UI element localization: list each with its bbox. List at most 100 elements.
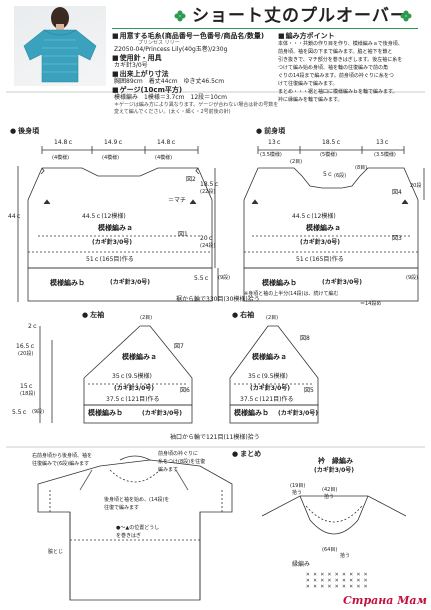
right-sleeve-pattern-a: 模様編みａ [252, 353, 287, 361]
back-fig-label: 図2 [186, 176, 196, 183]
assembly-shape [37, 455, 233, 601]
back-hem-rows: (9段) [218, 275, 231, 281]
front-top-motif: (3.5模様) [374, 152, 396, 158]
points-line: 本体・・・共鎖の作り目を作り、模様編みａで後身頃、 [278, 41, 403, 47]
size-line: 胸囲89cm 着丈44cm ゆき丈46.5cm [114, 78, 225, 85]
left-sleeve-under-rows: (18段) [20, 391, 36, 397]
finishing-note-d: ●〜▲の位置どうし [116, 525, 160, 531]
front-top-motif: (5模様) [320, 152, 338, 158]
left-sleeve-fig6: 図6 [180, 387, 190, 394]
svg-text:× × × × × × × × ×: × × × × × × × × × [306, 571, 368, 578]
front-neck-rows-b: (6段) [334, 173, 347, 179]
title-rule [112, 28, 418, 29]
back-top-width: 14.8ｃ [54, 139, 74, 146]
front-pattern-b: 模様編みｂ [262, 279, 297, 287]
points-line: 引き抜きで、マチ部分を巻きはぎします。後左袖に糸を [278, 57, 403, 63]
points-line: まとめ・・・裾と袖口に模様編みｂを輪で編みます。 [278, 89, 398, 95]
front-neck-stitches: (8目) [355, 165, 368, 171]
back-mid-rows: (24段) [200, 243, 216, 249]
finishing-note-a: 右前身頃から後身頃、袖を [32, 453, 93, 459]
left-sleeve-fig7: 図7 [174, 343, 184, 350]
left-sleeve-pattern-a: 模様編みａ [122, 353, 157, 361]
gauge-note-1: ＊ゲージは編み方により異なります。ゲージが合わない場合は針の号数を [114, 102, 279, 108]
collar-hook: (カギ針3/0号) [314, 467, 355, 474]
back-body-heading: 後身頃 [10, 128, 39, 135]
front-top-width: 13ｃ [376, 139, 390, 146]
left-sleeve-hem-height: 5.5ｃ [12, 409, 28, 416]
gauge-line: 模様編み 1模様＝3.7cm 12段＝10cm [114, 94, 227, 101]
back-chain: 51ｃ(165目)作る [86, 256, 134, 263]
clover-icon [400, 10, 412, 22]
front-fig4-label: 図4 [392, 189, 402, 196]
right-sleeve-width: 35ｃ(9.5模様) [248, 373, 288, 380]
collar-r3-pick: 拾う [340, 553, 351, 559]
site-logo: Страна Мам [343, 594, 427, 607]
left-sleeve-hook-b: (カギ針3/0号) [142, 410, 183, 417]
gauge-note-2: 変えて編んでください。(太く・細く・2号前後の針) [114, 109, 231, 115]
back-pattern-a: 模様編みａ [98, 224, 133, 232]
left-sleeve-hem-rows: (9段) [32, 409, 45, 415]
points-line: けて往復編みで編みます。 [278, 81, 338, 87]
right-sleeve-pattern-b: 模様編みｂ [234, 409, 269, 417]
front-hook-b: (カギ針3/0号) [322, 279, 363, 286]
finishing-heading: まとめ [232, 451, 261, 458]
back-top-width: 14.9ｃ [104, 139, 124, 146]
front-chain: 51ｃ(165目)作る [296, 256, 344, 263]
finishing-note-c: 往復で編みます [104, 505, 140, 511]
front-fig3-label: 図3 [392, 235, 402, 242]
page-title: ショート丈のプルオーバー [192, 6, 408, 26]
points-line: ぐりの14段まで編みます。前身頃の衿ぐりに糸をつ [278, 73, 394, 79]
left-sleeve-width: 35ｃ(9.5模様) [112, 373, 152, 380]
front-mark-legend: ＝14段め [360, 301, 382, 307]
back-hook: (カギ針3/0号) [92, 239, 133, 246]
back-fig1-label: 図1 [178, 231, 188, 238]
front-top-width: 18.5ｃ [322, 139, 342, 146]
finishing-note-b: 編みます [158, 467, 179, 473]
right-sleeve-fig5: 図5 [304, 387, 314, 394]
sweater-illustration [23, 7, 97, 83]
finishing-note-c: 後身頃と袖を始め、(14段)を [104, 497, 170, 503]
collar-r1: (19目) [290, 483, 306, 489]
tools-line: カギ針3/0号 [114, 62, 148, 69]
finishing-note-b: 糸をつけ(8段)を往復 [158, 459, 206, 465]
front-neck-rows: (2目) [290, 159, 303, 165]
left-sleeve-shape [39, 325, 193, 424]
collar-r2: (42目) [322, 487, 338, 493]
back-macchi: ＝マチ [168, 197, 187, 204]
left-sleeve-hook: (カギ針3/0号) [114, 385, 155, 392]
tools-heading: 使用針・用具 [112, 55, 162, 62]
right-sleeve-shape [229, 325, 319, 424]
right-sleeve-top-rows: (2目) [266, 315, 279, 321]
back-width: 44.5ｃ(12模様) [82, 213, 126, 220]
svg-text:× × × × × × × × ×: × × × × × × × × × [306, 577, 368, 584]
collar-r3: (64目) [322, 547, 338, 553]
front-top-motif: (3.5模様) [260, 152, 282, 158]
yarn-ruby: プリンセス リリー [138, 40, 180, 46]
collar-r2-pick: 拾う [324, 494, 335, 500]
right-sleeve-hook-b: (カギ針3/0号) [278, 410, 319, 417]
finishing-note-a: 往復編みで(6段)編みます [32, 461, 90, 467]
front-hook: (カギ針3/0号) [300, 239, 341, 246]
finishing-note-d: を巻きはぎ [116, 533, 142, 539]
yarn-heading: 用意する毛糸(商品番号ー色番号/商品名/数量) [112, 33, 265, 40]
right-sleeve-chain: 37.5ｃ(121目)作る [240, 396, 294, 403]
back-mid-height: 20ｃ [200, 235, 214, 242]
back-top-motif: (4模様) [155, 155, 173, 161]
right-sleeve-hook: (カギ針3/0号) [250, 385, 291, 392]
collar-edge-label: 縁編み [292, 561, 311, 568]
front-rows: 20段 [410, 183, 422, 189]
left-sleeve-pattern-b: 模様編みｂ [88, 409, 123, 417]
finishing-note-b: 前身頃の衿ぐりに [158, 451, 199, 457]
collar-r1-pick: 拾う [292, 490, 303, 496]
front-body-shape [243, 146, 425, 302]
front-top-width: 13ｃ [268, 139, 282, 146]
back-top-motif: (4模様) [52, 155, 70, 161]
front-note: ※身頃と袖の上半分(14段)は、続けて編む [244, 291, 339, 297]
front-hem-rows: (9段) [406, 275, 419, 281]
gauge-heading: ゲージ(10cm平方) [112, 87, 182, 94]
left-sleeve-under: 15ｃ [20, 383, 34, 390]
yarn-line: Z2050-04/Princess Lily(40g玉巻)/230g [114, 46, 228, 53]
back-top-width: 14.8ｃ [157, 139, 177, 146]
front-body-heading: 前身頃 [256, 128, 285, 135]
